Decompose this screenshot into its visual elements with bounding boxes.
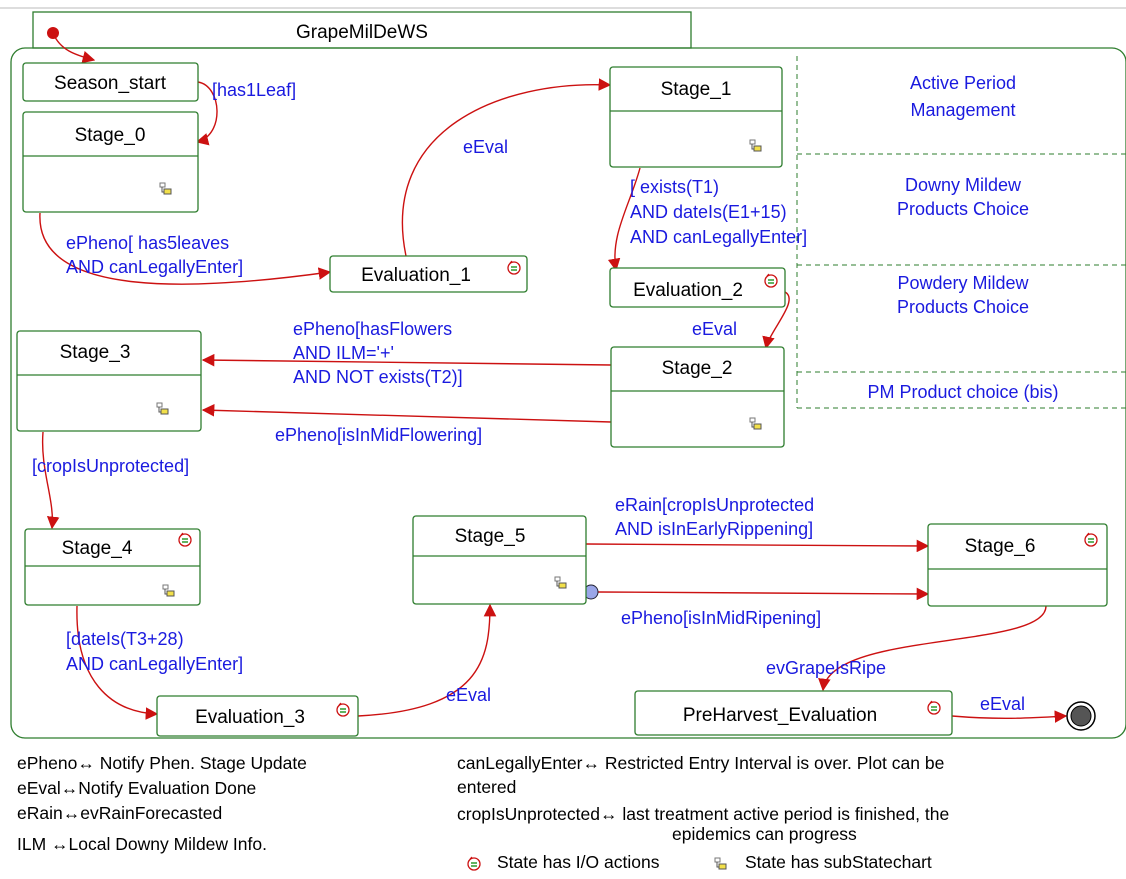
state-name: Stage_1 — [661, 79, 732, 100]
state-name: Stage_6 — [965, 536, 1036, 557]
state-stage-3[interactable]: Stage_3 — [16, 330, 202, 432]
region-powdery-line1: Powdery Mildew — [897, 273, 1029, 293]
legend-unprot-line2: epidemics can progress — [672, 824, 857, 844]
state-stage-5[interactable]: Stage_5 — [412, 515, 587, 605]
transition-stage4-eval3[interactable] — [76, 605, 159, 720]
label-has5leaves: ePheno[ has5leaves — [66, 233, 229, 253]
region-active-period-line2: Management — [910, 100, 1015, 120]
state-stage-1[interactable]: Stage_1 — [609, 66, 783, 168]
legend-io-actions: State has I/O actions — [497, 852, 660, 872]
region-powdery-line2: Products Choice — [897, 297, 1029, 317]
legend-substatechart: State has subStatechart — [745, 852, 932, 872]
statechart-title: GrapeMilDeWS — [296, 22, 428, 43]
transition-labels: [has1Leaf] eEval [ exists(T1) AND dateIs… — [32, 80, 1025, 714]
label-hasflowers: ePheno[hasFlowers — [293, 319, 452, 339]
transition-stage0-eval1[interactable] — [39, 212, 332, 285]
state-evaluation-3[interactable]: Evaluation_3 — [156, 695, 359, 737]
transition-eval3-stage5[interactable] — [357, 603, 497, 717]
transition-preharvest-final[interactable] — [951, 710, 1068, 723]
transition-stage5-stage6-ripening[interactable] — [597, 587, 930, 601]
label-midflowering: ePheno[isInMidFlowering] — [275, 425, 482, 445]
label-evgrapeisripe: evGrapeIsRipe — [766, 658, 886, 678]
transition-has1leaf[interactable] — [195, 81, 218, 146]
label-has1leaf: [has1Leaf] — [212, 80, 296, 100]
final-state-icon — [1066, 701, 1096, 731]
state-name: Stage_4 — [62, 538, 133, 559]
label-dateis-t3: [dateIs(T3+28) — [66, 629, 184, 649]
transition-eval2-stage2[interactable] — [762, 291, 790, 350]
state-name: Evaluation_1 — [361, 265, 471, 286]
transition-stage5-stage6-rain[interactable] — [585, 539, 930, 553]
label-exists-t1: [ exists(T1) — [630, 177, 719, 197]
region-separators — [796, 56, 1126, 409]
label-canlegally-0: AND canLegallyEnter] — [66, 257, 243, 277]
statechart-frame — [10, 47, 1126, 739]
state-stage-4[interactable]: Stage_4 — [24, 528, 201, 606]
initial-state-icon — [47, 27, 59, 39]
state-name: PreHarvest_Evaluation — [683, 705, 877, 726]
legend-erain: eRain↔evRainForecasted — [17, 803, 222, 823]
state-evaluation-1[interactable]: Evaluation_1 — [329, 255, 528, 293]
label-eeval-1: eEval — [463, 137, 508, 157]
label-cropisunprotected: [cropIsUnprotected] — [32, 456, 189, 476]
state-season-start[interactable]: Season_start — [22, 62, 199, 102]
label-canlegally-1: AND canLegallyEnter] — [630, 227, 807, 247]
state-preharvest-evaluation[interactable]: PreHarvest_Evaluation — [634, 690, 953, 736]
region-active-period-line1: Active Period — [910, 73, 1016, 93]
transition-stage1-eval2[interactable] — [607, 167, 641, 272]
legend-ilm: ILM ↔Local Downy Mildew Info. — [17, 834, 267, 854]
legend: ePheno↔ Notify Phen. Stage Update eEval↔… — [17, 753, 949, 872]
label-not-exists-t2: AND NOT exists(T2)] — [293, 367, 463, 387]
label-earlyripening: AND isInEarlyRippening] — [615, 519, 813, 539]
label-canlegally-3: AND canLegallyEnter] — [66, 654, 243, 674]
legend-unprot-line1: cropIsUnprotected↔ last treatment active… — [457, 804, 949, 824]
legend-canlegally-line2: entered — [457, 777, 516, 797]
region-pm-bis: PM Product choice (bis) — [867, 382, 1058, 402]
transition-eval1-stage1[interactable] — [401, 78, 612, 257]
state-name: Season_start — [54, 73, 167, 94]
label-eeval-4: eEval — [980, 694, 1025, 714]
label-erain: eRain[cropIsUnprotected — [615, 495, 814, 515]
label-midripening: ePheno[isInMidRipening] — [621, 608, 821, 628]
state-name: Stage_3 — [60, 342, 131, 363]
region-downy-line1: Downy Mildew — [905, 175, 1022, 195]
label-eeval-3: eEval — [446, 685, 491, 705]
state-name: Evaluation_2 — [633, 280, 743, 301]
legend-canlegally-line1: canLegallyEnter↔ Restricted Entry Interv… — [457, 753, 944, 773]
state-evaluation-2[interactable]: Evaluation_2 — [609, 267, 786, 308]
label-eeval-2: eEval — [692, 319, 737, 339]
state-stage-0[interactable]: Stage_0 — [22, 111, 199, 213]
label-dateis-e1: AND dateIs(E1+15) — [630, 202, 787, 222]
state-name: Evaluation_3 — [195, 707, 305, 728]
statechart-title-tab: GrapeMilDeWS — [32, 11, 692, 49]
label-ilm: AND ILM='+' — [293, 343, 394, 363]
transition-stage3-stage4[interactable] — [41, 431, 60, 530]
transition-stage2-stage3-flowers[interactable] — [201, 353, 612, 367]
state-name: Stage_0 — [75, 125, 146, 146]
state-name: Stage_2 — [662, 358, 733, 379]
region-downy-line2: Products Choice — [897, 199, 1029, 219]
state-stage-2[interactable]: Stage_2 — [610, 346, 785, 448]
io-actions-icon — [467, 856, 481, 871]
state-stage-6[interactable]: Stage_6 — [927, 523, 1108, 607]
legend-epheno: ePheno↔ Notify Phen. Stage Update — [17, 753, 307, 773]
transition-stage6-preharvest[interactable] — [818, 605, 1047, 692]
legend-eeval: eEval↔Notify Evaluation Done — [17, 778, 256, 798]
transition-stage2-stage3-midflower[interactable] — [201, 404, 612, 423]
state-name: Stage_5 — [455, 526, 526, 547]
substatechart-icon — [714, 857, 727, 870]
